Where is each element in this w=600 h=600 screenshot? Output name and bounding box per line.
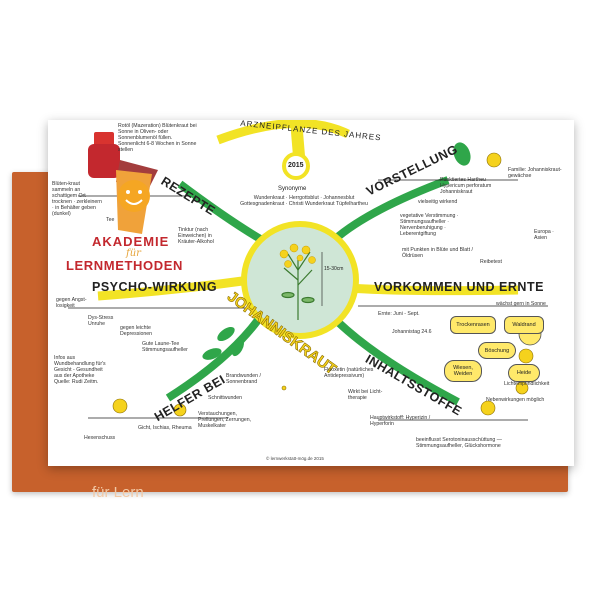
branch-helfer (165, 317, 262, 402)
logo-akademie: AKADEMIE (92, 234, 170, 249)
habitat-box-heide: Heide (508, 364, 540, 382)
backing-card-text: für Lern (92, 484, 144, 501)
note-vegetative: vegetative Verstimmung · Stimmungsaufhel… (400, 213, 459, 237)
note-vielseitig: vielseitig wirkend (418, 199, 458, 205)
logo-fuer: für (126, 248, 141, 259)
mindmap-sheet: AKADEMIE für LERNMETHODEN ARZNEIPFLANZE … (48, 120, 574, 466)
synonyme-heading: Synonyme (278, 186, 307, 192)
note-hauptwirkstoff: Hauptwirkstoff: Hyperizin / Hyperforin (370, 415, 431, 427)
logo-lernmethoden: LERNMETHODEN (66, 258, 183, 273)
decorative-flowers (112, 152, 534, 417)
note-brandwunden: Brandwunden / Sonnenbrand (226, 373, 261, 385)
center-circle (241, 221, 359, 339)
note-lichtempf: Lichtempfindlichkeit (504, 381, 550, 387)
logo-badge (58, 130, 178, 280)
note-johannistag: Johannistag 24.6 (392, 329, 432, 335)
note-verstauchungen: Verstauchungen, Prellungen, Zerrungen, M… (198, 411, 252, 429)
note-gicht: Gicht, Ischias, Rheuma (138, 425, 192, 431)
branch-label-psycho: PSYCHO-WIRKUNG (92, 280, 218, 294)
jar-lid-icon (94, 132, 114, 146)
habitat-box-waldrand: Waldrand (504, 316, 544, 334)
habitat-box-wiesen: Wiesen, Weiden (444, 360, 482, 382)
year-label: 2015 (288, 162, 304, 169)
note-tee: Tee (106, 217, 115, 223)
note-tinktur: Tinktur (nach Einweichen) in Kräuter-Alk… (178, 227, 214, 245)
year-medallion (282, 152, 310, 180)
note-licht: Wirkt bei Licht-therapie (348, 389, 383, 401)
branch-vorkommen (347, 283, 519, 296)
note-angst: gegen Angst-losigkeit (56, 297, 87, 309)
note-stress: Dys-Stress Unruhe (88, 315, 114, 327)
note-hexenschuss: Hexenschuss (84, 435, 116, 441)
note-fluoxetin: Fluoxetin (natürliches Antidepressivum) (324, 367, 374, 379)
mascot-face-icon (118, 180, 150, 212)
branch-psycho (97, 275, 251, 301)
note-gute-laune: Gute Laune-Tee Stimmungsaufheller (142, 341, 188, 353)
branch-inhaltsstoffe (335, 319, 460, 406)
branch-leaves (202, 142, 471, 360)
note-serotonin: beeinflusst Serotoninausschüttung — Stim… (416, 437, 502, 449)
size-note: 15-30cm (324, 266, 344, 272)
center-plant-illustration (281, 251, 315, 320)
note-rotoel: Rotöl (Mazeration) Blütenkraut bei Sonne… (118, 123, 197, 153)
note-bluetenkraut: Blüten-kraut sammeln an schattigem Ort t… (52, 181, 102, 217)
jar-icon (88, 144, 120, 178)
note-familie: Familie: Johanniskraut-gewächse (508, 167, 562, 179)
habitat-box-trockenrasen: Trockenrasen (450, 316, 496, 334)
note-leichte: gegen leichte Depressionen (120, 325, 153, 337)
note-reibetest: Reibetest (480, 259, 502, 265)
synonyme-list: Wundenkraut · Herrgottsblut · Johannesbl… (240, 195, 368, 207)
note-punktiertes: Punktiertes Hartheu Hypericum perforatum… (440, 177, 492, 195)
note-schnitt: Schnittwunden (208, 395, 243, 401)
branch-vorstellung (331, 176, 450, 244)
mindmap-drawing (68, 120, 548, 421)
note-blueten: mit Punkten in Blüte und Blatt / Öldrüse… (402, 247, 473, 259)
habitat-box-boeschung: Böschung (478, 342, 516, 359)
branch-rezepte (177, 180, 265, 244)
note-sonne: wächst gern in Sonne (496, 301, 546, 307)
branch-label-vorkommen: VORKOMMEN UND ERNTE (374, 280, 544, 294)
copyright-footer: © lernwerkstatt-mög.de 2015 (266, 456, 324, 461)
note-infos: Infos aus Wundbehandlung für's Gesicht -… (54, 355, 106, 385)
note-nebenwirkungen: Nebenwirkungen möglich (486, 397, 545, 403)
note-ernte: Ernte: Juni - Sept. (378, 311, 420, 317)
center-flowers (279, 243, 316, 268)
note-heimisch: Europa · Asien (534, 229, 554, 241)
